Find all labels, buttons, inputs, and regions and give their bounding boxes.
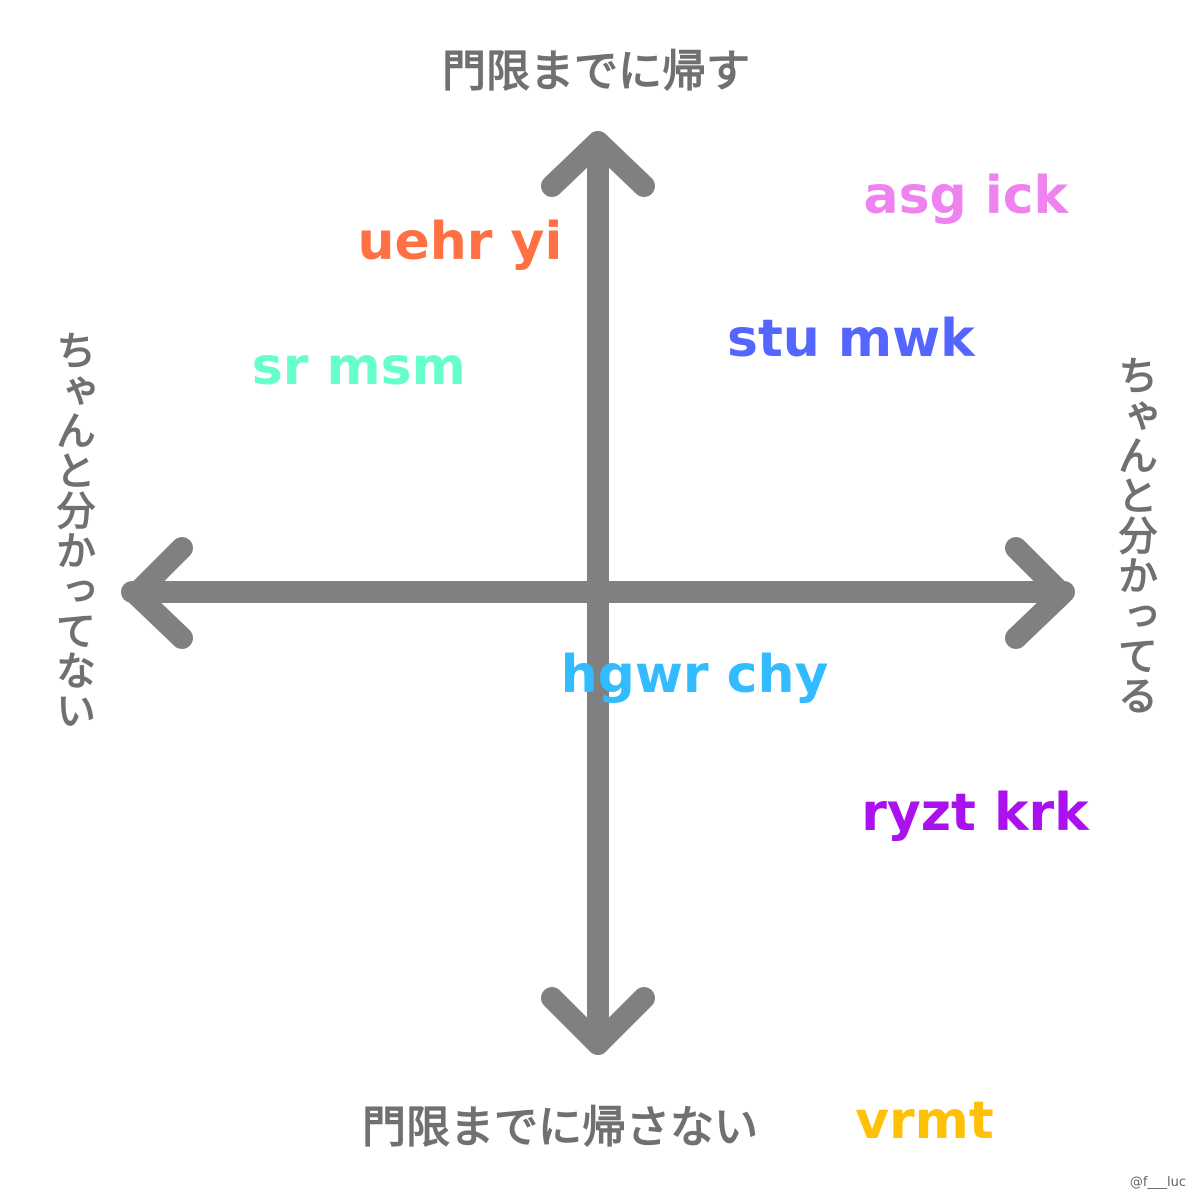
credit: @f___luc xyxy=(1129,1175,1186,1190)
arrow-up-icon xyxy=(541,131,655,197)
axis-label-top: 門限までに帰す xyxy=(442,46,750,97)
arrow-down-icon xyxy=(541,987,655,1055)
point-label: hgwr chy xyxy=(560,644,829,705)
point-label: sr msm xyxy=(251,336,466,397)
point-label: ryzt krk xyxy=(861,782,1089,843)
point-label: vrmt xyxy=(855,1091,994,1151)
arrow-right-icon xyxy=(1005,537,1073,649)
arrow-left-icon xyxy=(125,537,193,649)
axis-label-bottom: 門限までに帰さない xyxy=(362,1102,758,1153)
point-label: asg ick xyxy=(863,166,1069,227)
point-label: stu mwk xyxy=(727,309,975,369)
axis-label-left: ちゃんと分かってない xyxy=(49,330,95,730)
axis-label-right: ちゃんと分かってる xyxy=(1111,355,1157,715)
point-label: uehr yi xyxy=(357,212,563,273)
